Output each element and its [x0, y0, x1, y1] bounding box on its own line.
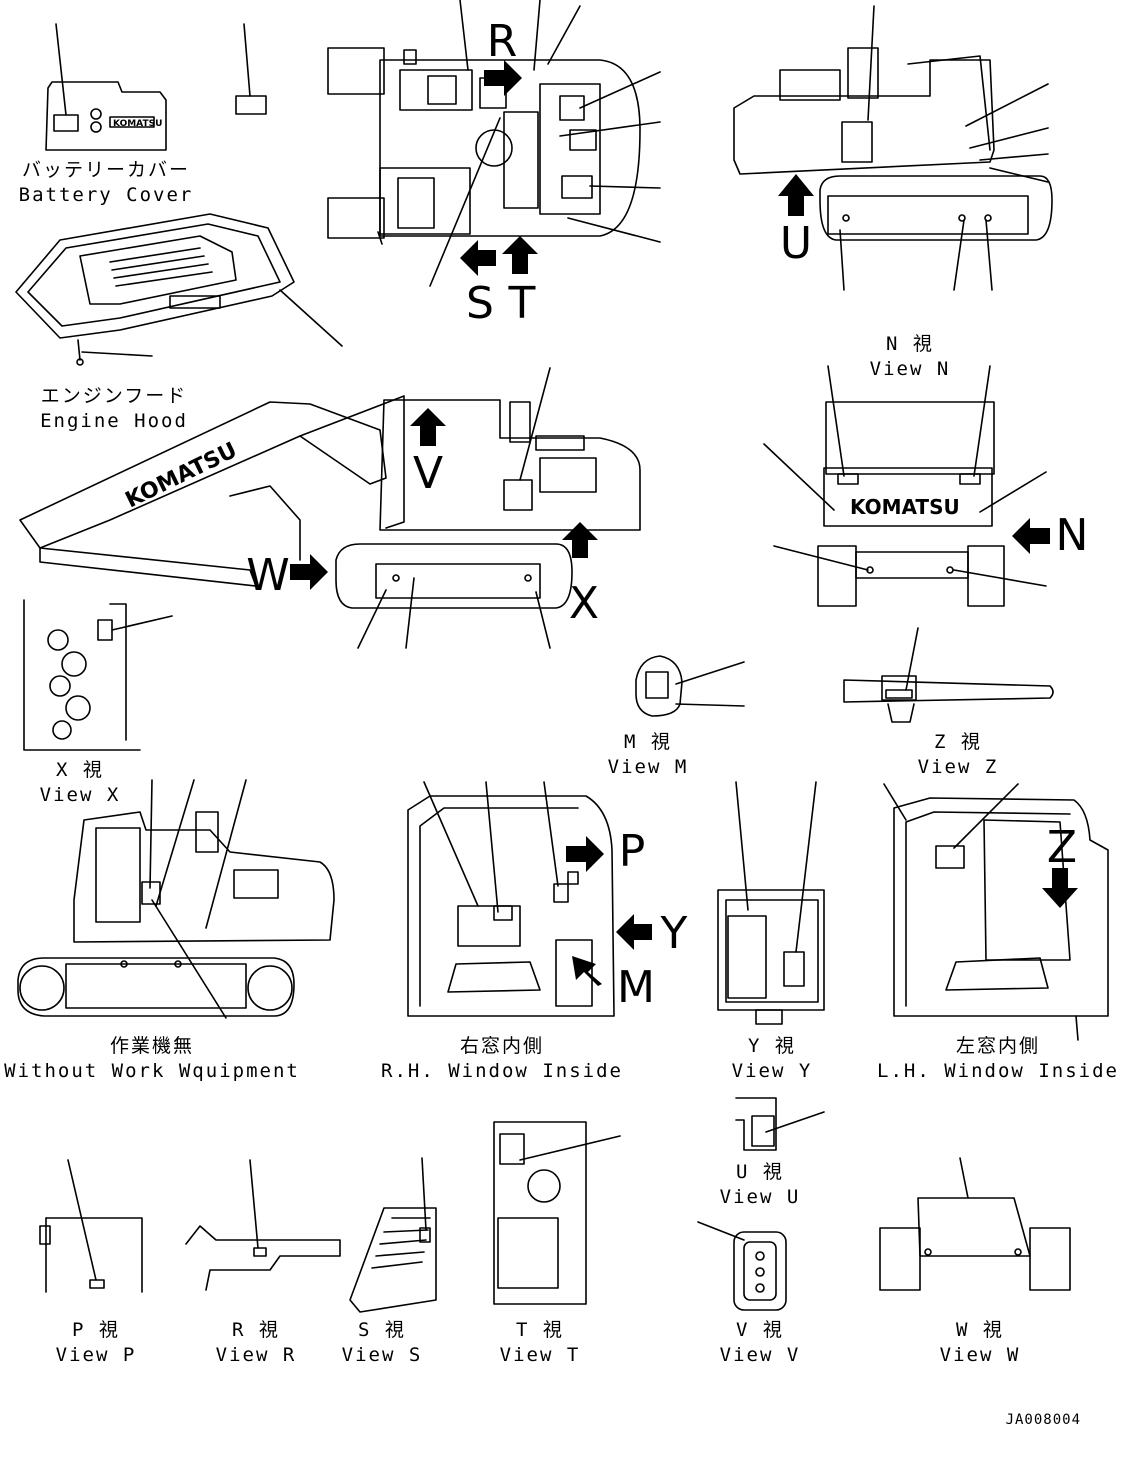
rh-window-drawing	[407, 781, 615, 1017]
document-id: JA008004	[1005, 1412, 1081, 1428]
side-view-u-drawing	[733, 5, 1053, 291]
lh-window-drawing	[883, 783, 1109, 1041]
battery-cover-drawing: KOMATSU	[45, 23, 267, 151]
engine-hood-drawing	[15, 213, 343, 366]
letter-s: S	[466, 278, 494, 329]
letter-x: X	[568, 578, 600, 629]
letter-v: V	[412, 448, 444, 499]
letter-t: T	[508, 278, 536, 329]
rear-view-n-drawing: KOMATSU	[763, 365, 1047, 607]
arrow-y	[616, 914, 652, 950]
arrow-s	[460, 240, 496, 276]
arrow-m	[572, 956, 602, 986]
letter-p: P	[618, 826, 646, 877]
arrow-p	[566, 836, 604, 872]
arrow-z	[1042, 868, 1078, 908]
view-u-drawing	[735, 1097, 825, 1151]
letter-m: M	[617, 962, 655, 1013]
letter-z: Z	[1046, 822, 1078, 873]
arrow-r	[484, 60, 522, 96]
view-w-drawing	[879, 1157, 1071, 1291]
view-p-drawing	[39, 1159, 143, 1293]
arrow-u	[778, 174, 814, 216]
brand-mark: KOMATSU	[113, 119, 162, 129]
top-view-drawing	[327, 0, 661, 287]
letter-w: W	[246, 550, 290, 601]
arrow-x	[562, 522, 598, 558]
arrow-w	[290, 554, 328, 590]
letter-u: U	[779, 218, 813, 269]
letter-n: N	[1055, 510, 1089, 561]
arrow-v	[410, 408, 446, 446]
view-m-drawing	[635, 655, 745, 717]
letter-r: R	[486, 16, 518, 67]
arrow-t	[502, 236, 538, 274]
view-z-drawing	[843, 627, 1054, 723]
view-y-drawing	[717, 781, 825, 1025]
brand-mark-boom: KOMATSU	[122, 438, 241, 513]
brand-mark-rear: KOMATSU	[850, 495, 960, 519]
view-t-drawing	[493, 1121, 621, 1305]
view-x-drawing	[23, 599, 173, 751]
without-work-equipment-drawing	[17, 779, 335, 1019]
view-r-drawing	[185, 1159, 341, 1291]
view-v-drawing	[697, 1221, 787, 1311]
arrow-n	[1012, 518, 1050, 554]
letter-y: Y	[660, 908, 688, 959]
view-s-drawing	[349, 1157, 437, 1313]
